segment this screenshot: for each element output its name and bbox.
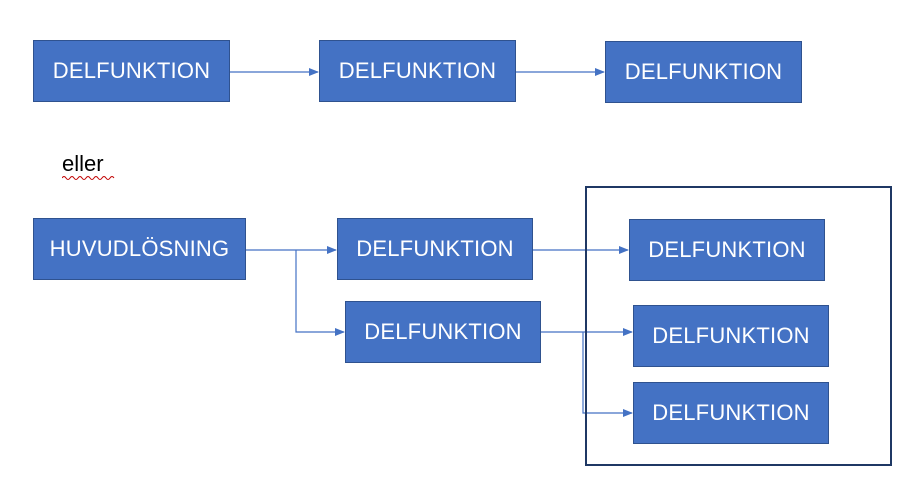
group-node-3-label: DELFUNKTION [652,400,810,425]
root-node-label: HUVUDLÖSNING [49,236,230,261]
root-node: HUVUDLÖSNING [33,218,246,280]
group-node-2: DELFUNKTION [633,305,829,367]
group-node-1: DELFUNKTION [629,219,825,281]
chain-node-3: DELFUNKTION [605,41,802,103]
chain-node-1: DELFUNKTION [33,40,230,102]
chain-node-3-label: DELFUNKTION [624,59,783,84]
group-node-2-label: DELFUNKTION [652,323,810,348]
level1-node-2: DELFUNKTION [345,301,541,363]
separator-text: eller [62,151,104,176]
chain-node-2-label: DELFUNKTION [338,58,497,83]
level1-node-1: DELFUNKTION [337,218,533,280]
chain-node-2: DELFUNKTION [319,40,516,102]
chain-node-1-label: DELFUNKTION [52,58,211,83]
level1-node-1-label: DELFUNKTION [356,236,514,261]
connector-level1b-to-group3 [582,332,633,417]
group-frame [585,186,892,466]
connector-root-to-level1-b [295,250,345,336]
level1-node-2-label: DELFUNKTION [364,319,522,344]
group-node-3: DELFUNKTION [633,382,829,444]
spellcheck-underline [62,176,115,180]
group-node-1-label: DELFUNKTION [648,237,806,262]
